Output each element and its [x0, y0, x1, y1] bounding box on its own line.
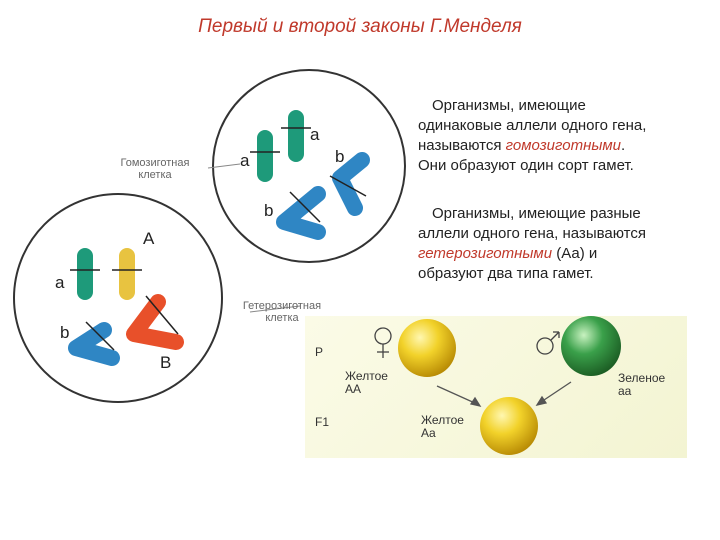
f1-generation-label: F1	[315, 415, 330, 429]
heterozygous-cell	[13, 193, 223, 403]
page-title: Первый и второй законы Г.Менделя	[198, 16, 522, 37]
male-symbol-icon	[536, 331, 560, 355]
homozygous-term: гомозиготными	[505, 137, 621, 154]
parent-generation-label: P	[315, 345, 324, 359]
female-symbol-icon	[374, 327, 392, 358]
cross-panel: P F1 Желтое AA Зеленое aa Желтое Aa	[305, 316, 687, 458]
allele-a-label: a	[240, 151, 250, 170]
orange-chromosome	[126, 294, 184, 350]
teal-chromosome	[288, 110, 304, 162]
homozygous-description: Организмы, имеющие одинаковые аллели одн…	[418, 97, 647, 174]
blue-chromosome	[329, 152, 370, 216]
allele-A-label: A	[143, 229, 155, 248]
yellow-chromosome	[119, 248, 135, 300]
teal-chromosome	[257, 130, 273, 182]
green-pea-parent	[561, 316, 621, 376]
teal-chromosome	[77, 248, 93, 300]
cross-arrow	[436, 381, 572, 407]
yellow-pea-offspring	[480, 397, 538, 455]
parent2-label: Зеленое aa	[618, 371, 666, 398]
parent1-label: Желтое AA	[345, 369, 388, 396]
heterozygous-term: гетерозиготными	[418, 245, 553, 262]
allele-B-label: B	[160, 353, 171, 372]
blue-chromosome	[68, 321, 120, 366]
yellow-pea-parent	[398, 319, 456, 377]
homozygous-cell-label: Гомозиготная клетка	[120, 157, 190, 181]
allele-a-label: a	[310, 125, 320, 144]
allele-b-label: b	[335, 147, 344, 166]
heterozygous-description: Организмы, имеющие разные аллели одного …	[418, 205, 646, 282]
allele-a-label: a	[55, 273, 65, 292]
heterozygous-cell-label: Гетерозиготная клетка	[242, 300, 322, 324]
homozygous-cell	[212, 69, 406, 263]
offspring-label: Желтое Aa	[421, 413, 464, 440]
allele-b-label: b	[264, 201, 273, 220]
blue-chromosome	[276, 186, 326, 240]
allele-b-label: b	[60, 323, 69, 342]
